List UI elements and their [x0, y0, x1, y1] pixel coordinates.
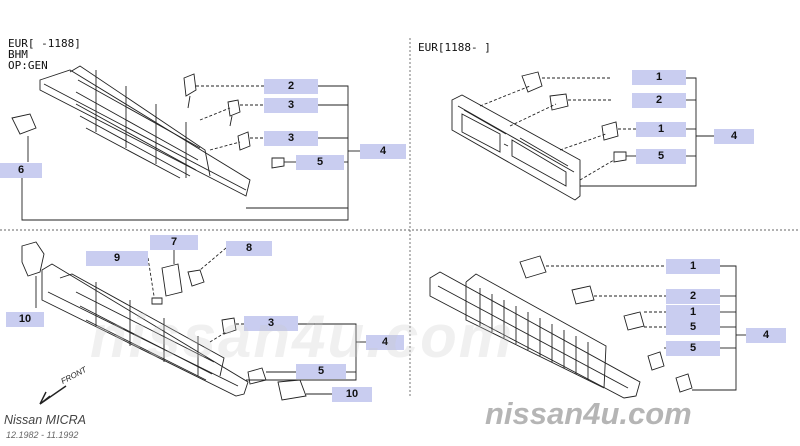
callout-part-4[interactable]: 4 — [366, 335, 404, 350]
callout-part-1[interactable]: 1 — [632, 70, 686, 85]
tl-model-code: EUR[ -1188] — [8, 37, 81, 50]
callout-part-1[interactable]: 1 — [666, 305, 720, 320]
callout-part-1[interactable]: 1 — [666, 259, 720, 274]
callout-part-3[interactable]: 3 — [264, 98, 318, 113]
callout-part-9[interactable]: 9 — [86, 251, 148, 266]
model-name: Nissan MICRA — [4, 413, 86, 427]
tl-engine-code: BHM — [8, 48, 28, 61]
watermark-background: nissan4u.com — [90, 303, 515, 370]
callout-part-10[interactable]: 10 — [332, 387, 372, 402]
callout-part-7[interactable]: 7 — [150, 235, 198, 250]
tr-model-code: EUR[1188- ] — [418, 41, 491, 54]
br-small-parts — [519, 255, 693, 393]
callout-part-3[interactable]: 3 — [264, 131, 318, 146]
callout-part-1[interactable]: 1 — [636, 122, 686, 137]
callout-part-3[interactable]: 3 — [244, 316, 298, 331]
callout-part-6[interactable]: 6 — [0, 163, 42, 178]
callout-part-8[interactable]: 8 — [226, 241, 272, 256]
callout-part-4[interactable]: 4 — [746, 328, 786, 343]
callout-part-2[interactable]: 2 — [264, 79, 318, 94]
bl-grille-drawing — [41, 263, 249, 397]
tl-grille-drawing — [39, 65, 251, 197]
callout-part-5[interactable]: 5 — [636, 149, 686, 164]
tl-small-parts — [11, 73, 285, 169]
callout-part-5[interactable]: 5 — [666, 320, 720, 335]
callout-part-5[interactable]: 5 — [296, 155, 344, 170]
tr-small-parts — [521, 71, 627, 163]
callout-part-5[interactable]: 5 — [296, 364, 346, 379]
tl-option-code: OP:GEN — [8, 59, 48, 72]
callout-part-2[interactable]: 2 — [632, 93, 686, 108]
front-arrow-drawing — [39, 385, 67, 405]
callout-part-4[interactable]: 4 — [360, 144, 406, 159]
callout-part-2[interactable]: 2 — [666, 289, 720, 304]
production-dates: 12.1982 - 11.1992 — [6, 430, 79, 440]
tr-grille-drawing — [451, 94, 581, 201]
br-grille-drawing — [429, 271, 641, 399]
callout-part-4[interactable]: 4 — [714, 129, 754, 144]
callout-part-5[interactable]: 5 — [666, 341, 720, 356]
callout-part-10[interactable]: 10 — [6, 312, 44, 327]
watermark-brand: nissan4u.com — [485, 396, 692, 431]
